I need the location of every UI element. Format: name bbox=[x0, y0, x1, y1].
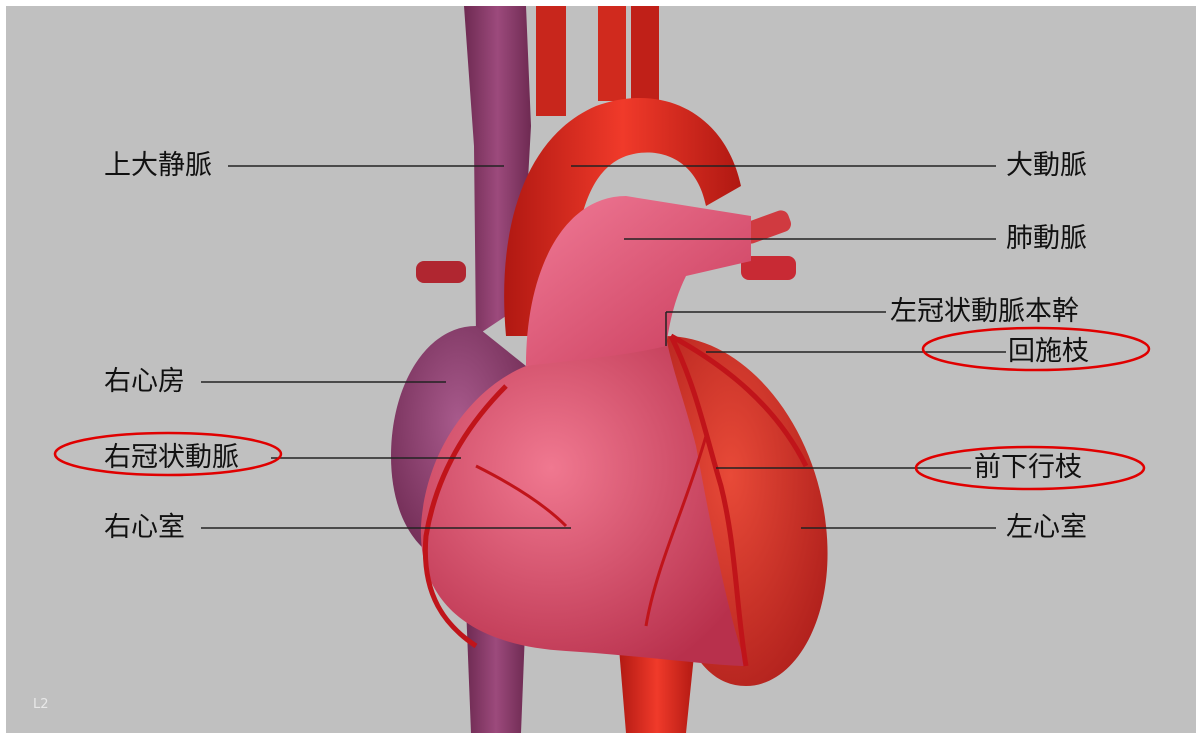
diagram-canvas: 上大静脈 大動脈 肺動脈 左冠状動脈本幹 回施枝 右心房 右冠状動脈 前下行枝 … bbox=[6, 6, 1196, 733]
aortic-branch-1 bbox=[536, 6, 566, 116]
vein-stub bbox=[416, 261, 466, 283]
label-left-main-coronary: 左冠状動脈本幹 bbox=[890, 296, 1079, 328]
label-aorta: 大動脈 bbox=[1006, 150, 1087, 182]
label-anterior-descending-branch: 前下行枝 bbox=[974, 452, 1082, 484]
label-circumflex-branch: 回施枝 bbox=[1008, 336, 1089, 368]
label-left-ventricle: 左心室 bbox=[1006, 512, 1087, 544]
corner-label: L2 bbox=[33, 697, 49, 712]
label-pulmonary-artery: 肺動脈 bbox=[1006, 223, 1087, 255]
label-superior-vena-cava: 上大静脈 bbox=[104, 150, 212, 182]
label-right-ventricle: 右心室 bbox=[104, 512, 185, 544]
aortic-branch-3 bbox=[631, 6, 659, 101]
label-right-atrium: 右心房 bbox=[104, 366, 185, 398]
label-right-coronary-artery: 右冠状動脈 bbox=[104, 442, 239, 474]
aortic-branch-2 bbox=[598, 6, 626, 101]
